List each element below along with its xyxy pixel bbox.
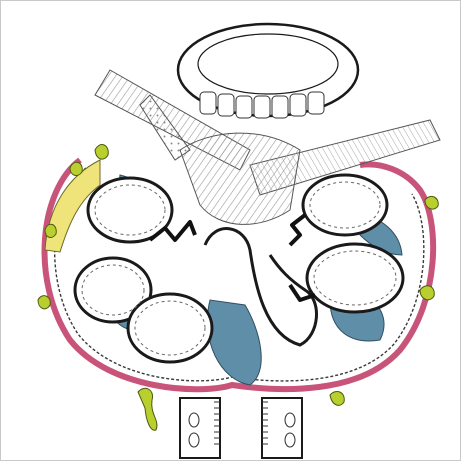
basement-membrane [150,215,315,300]
capillary-loop [128,294,212,362]
tubule-epithelial-cells [200,92,324,118]
capillary-loop [303,175,387,235]
capillary-loop [307,244,403,312]
distal-tubule-lumen [198,34,338,94]
vascular-pole [180,133,300,224]
proximal-tubule-neck [180,398,302,458]
